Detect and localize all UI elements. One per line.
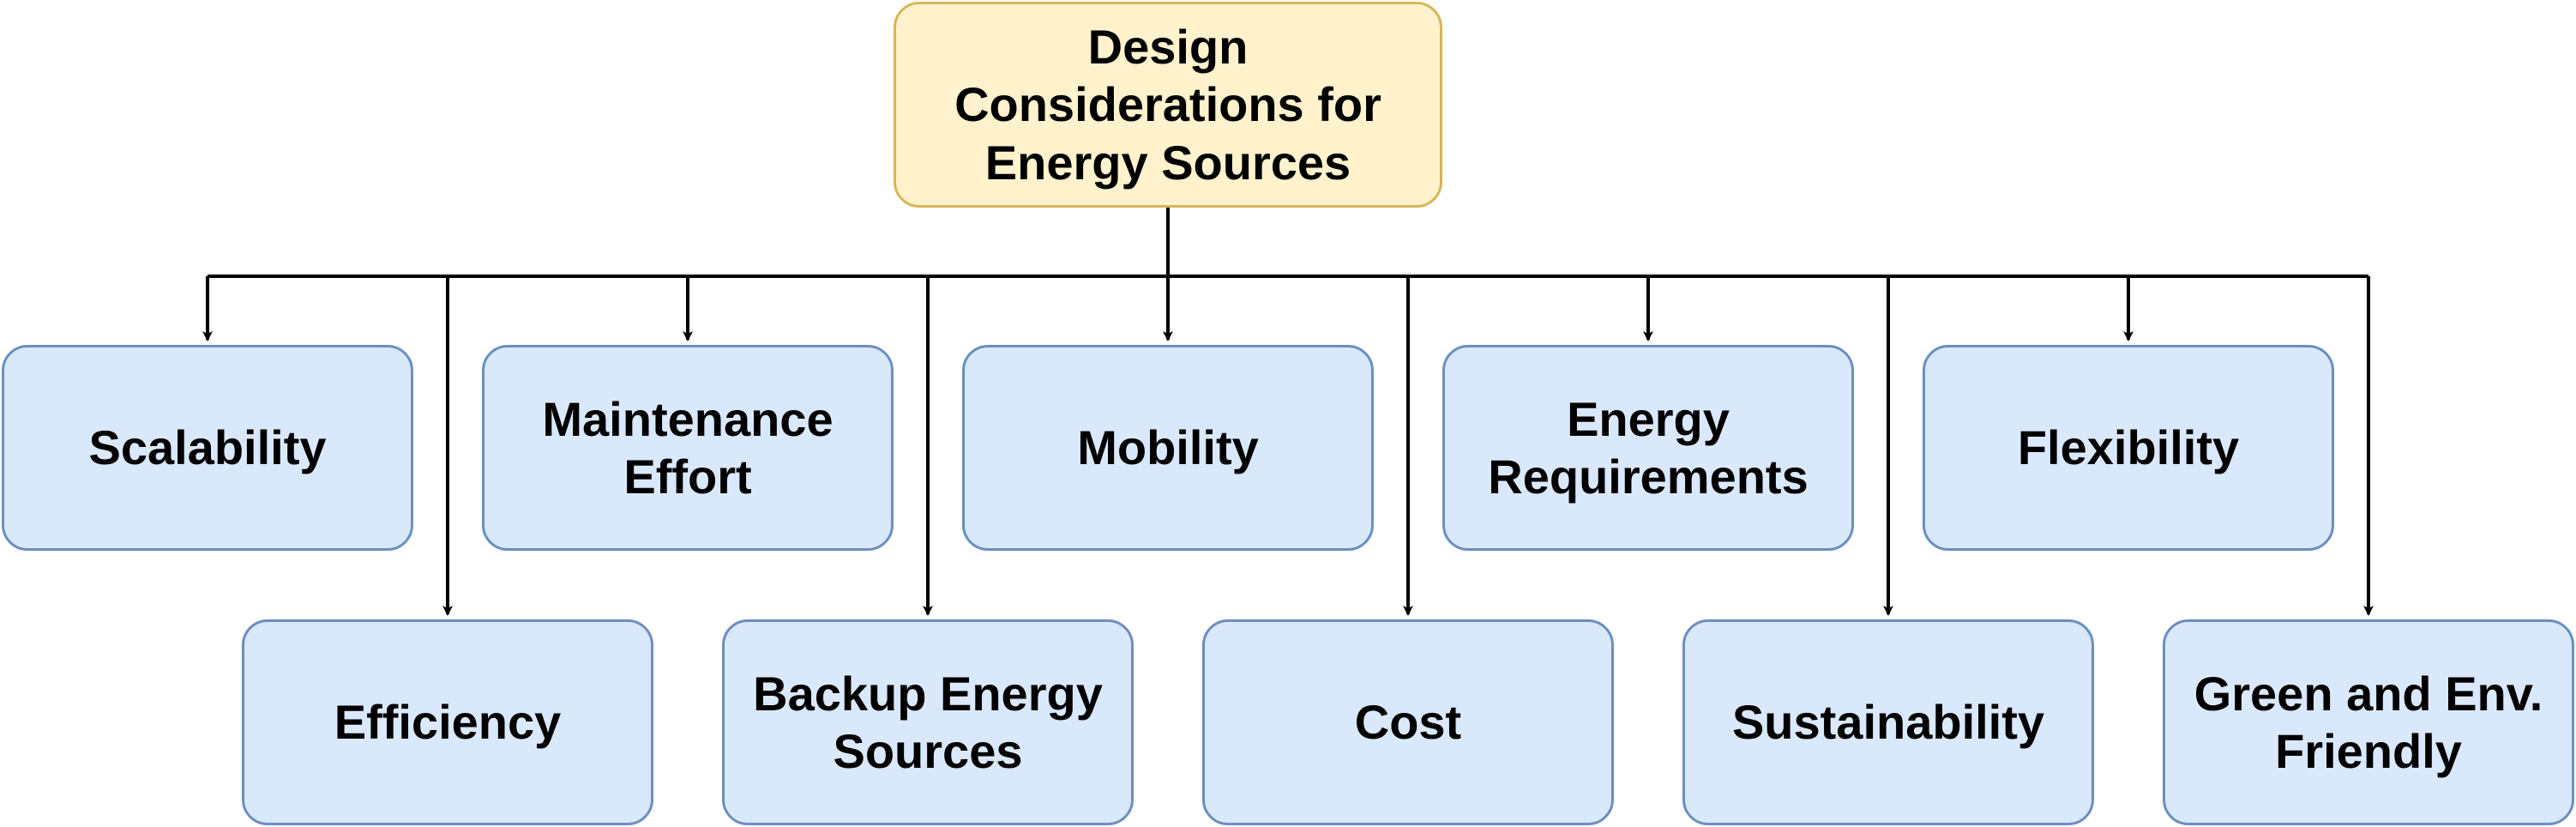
node-sustainability: Sustainability [1682, 619, 2094, 825]
node-maintenance-effort: Maintenance Effort [482, 345, 894, 551]
node-cost: Cost [1202, 619, 1614, 825]
node-mobility: Mobility [962, 345, 1374, 551]
node-green-and-env-friendly: Green and Env. Friendly [2163, 619, 2574, 825]
node-backup-energy-sources: Backup Energy Sources [722, 619, 1134, 825]
node-efficiency: Efficiency [242, 619, 653, 825]
node-scalability: Scalability [2, 345, 413, 551]
node-energy-requirements: Energy Requirements [1442, 345, 1854, 551]
node-flexibility: Flexibility [1923, 345, 2334, 551]
root-node-design-considerations: Design Considerations for Energy Sources [894, 2, 1442, 208]
